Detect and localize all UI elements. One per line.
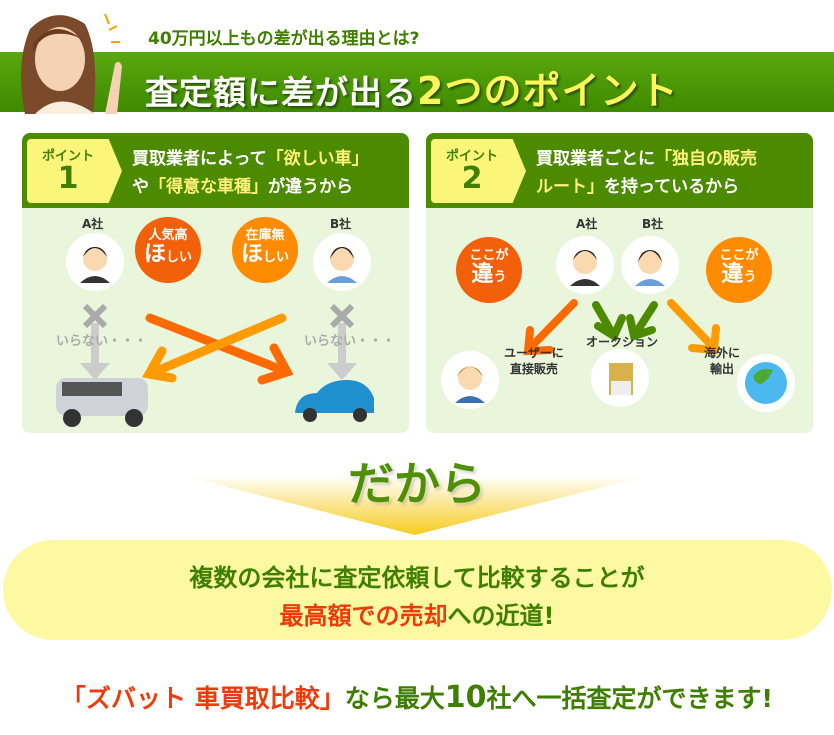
title-main: 査定額に差が出る [145,73,417,112]
point-2-badge: ポイント 2 [431,139,526,203]
text-highlight: 「欲しい車」 [266,149,369,169]
route-auction-label: オークション [586,335,659,349]
page-title: 査定額に差が出る2つのポイント [145,60,678,115]
point-2-panel: ポイント 2 買取業者ごとに「独自の販売 ルート」を持っているから A社 B社 … [426,133,813,433]
text: 買取業者ごとに [536,149,655,169]
arrow-a-to-auction [592,301,626,342]
difference-bubble-left: ここが違う [456,237,522,303]
cta-text: 「ズバット 車買取比較」なら最大10社へ一括査定ができます! [0,679,834,715]
badge-number: 1 [57,161,79,196]
text: ユーザーに [504,346,564,360]
point-1-panel: ポイント 1 買取業者によって「欲しい車」 や「得意な車種」が違うから A社 B… [22,133,409,433]
down-arrow-b [327,323,357,380]
company-a-avatar [556,236,614,294]
company-b-label: B社 [642,217,664,231]
bubble-top: 人気高 [148,228,188,243]
badge-label: ポイント [445,149,498,164]
text: が違うから [268,177,353,197]
text: を持っているから [604,177,740,197]
company-a-label: A社 [82,217,104,231]
badge-label: ポイント [41,149,94,164]
text: 買取業者によって [132,149,267,169]
text: 輸出 [710,362,735,376]
title-highlight: 2つのポイント [417,69,679,113]
reject-label-b: いらない・・・ [304,334,396,349]
arrow-to-user [523,299,578,356]
user-avatar-icon [441,351,499,409]
route-export-label: 海外に輸出 [704,345,740,377]
text: 海外に [704,346,741,360]
brand-name: 「ズバット 車買取比較」 [61,684,345,713]
company-a-avatar [66,233,124,291]
conclusion-line-2: 最高額での売却への近道! [0,596,834,631]
x-mark-a-icon [82,303,108,329]
bubble-big: 違 [721,261,744,287]
point-1-text: 買取業者によって「欲しい車」 や「得意な車種」が違うから [132,145,369,201]
bubble-small: しい [166,249,193,265]
bubble-top: ここが [719,248,759,263]
text: 社へ一括査定ができます! [486,684,773,713]
bubble-big: ほ [240,241,263,267]
badge-number: 2 [461,161,483,196]
company-b-label: B社 [330,217,352,231]
bubble-big: ほ [143,241,166,267]
title-banner [0,52,834,112]
text-highlight: ルート」 [536,177,604,197]
route-user-label: ユーザーに直接販売 [504,345,564,377]
conclusion-highlight: 最高額での売却 [279,602,448,630]
bubble-small: う [493,269,507,285]
bubble-top: ここが [469,248,509,263]
point-2-text: 買取業者ごとに「独自の販売 ルート」を持っているから [536,145,757,201]
text: なら最大 [344,684,445,713]
x-mark-b-icon [329,303,355,329]
arrow-b-to-auction [626,301,658,342]
arrow-to-export [667,299,720,355]
difference-bubble-right: ここが違う [706,237,772,303]
point-1-badge: ポイント 1 [27,139,122,203]
conclusion-line-1: 複数の会社に査定依頼して比較することが [189,564,645,592]
arrow-b-to-a [141,313,287,383]
text-highlight: 「独自の販売 [655,149,757,169]
text: や [132,177,149,197]
globe-icon [737,354,795,412]
reject-label-a: いらない・・・ [56,334,148,349]
max-companies-number: 10 [444,680,487,715]
header-subtitle: 40万円以上もの差が出る理由とは? [148,29,420,49]
text-highlight: 「得意な車種」 [149,177,268,197]
down-arrow-a [80,323,110,380]
connector-text: だから [348,457,486,511]
company-b-avatar [313,233,371,291]
text: への近道! [447,602,555,630]
point-2-diagram [523,299,720,356]
company-b-avatar [621,236,679,294]
text: 直接販売 [509,362,558,376]
bubble-big: 違 [471,261,494,287]
van-image [56,378,148,427]
popular-wanted-bubble: 人気高ほしい [135,217,201,283]
conclusion-box [3,540,832,640]
bubble-small: う [743,269,757,285]
auction-building-icon [591,349,649,407]
bubble-top: 在庫無 [245,228,285,243]
bubble-small: しい [263,249,290,265]
point-1-diagram [56,303,374,427]
out-of-stock-wanted-bubble: 在庫無ほしい [232,217,298,283]
woman-pointing-image [21,13,122,114]
company-a-label: A社 [576,217,598,231]
compact-car-image [295,380,374,422]
